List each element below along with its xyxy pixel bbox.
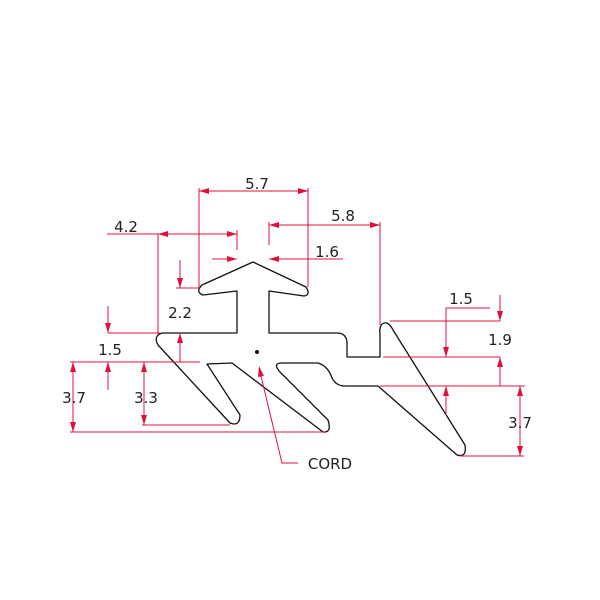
dim-right-step: 1.9 [488,331,512,349]
dim-wing-height: 2.2 [168,304,192,322]
dim-right-width: 5.8 [331,207,355,225]
dim-slot-width: 1.6 [315,243,339,261]
dim-left-width: 4.2 [114,218,138,236]
dim-right-offset: 1.5 [449,290,473,308]
seal-profile-outline [155,261,466,457]
dim-base-left: 1.5 [98,341,122,359]
dimension-lines [70,188,525,464]
dim-right-total: 3.7 [508,414,532,432]
dim-left-fin: 3.3 [134,389,158,407]
cord-label: CORD [308,455,352,473]
dim-top-width: 5.7 [245,175,269,193]
dim-left-total: 3.7 [62,389,86,407]
cord-dot [255,350,259,354]
